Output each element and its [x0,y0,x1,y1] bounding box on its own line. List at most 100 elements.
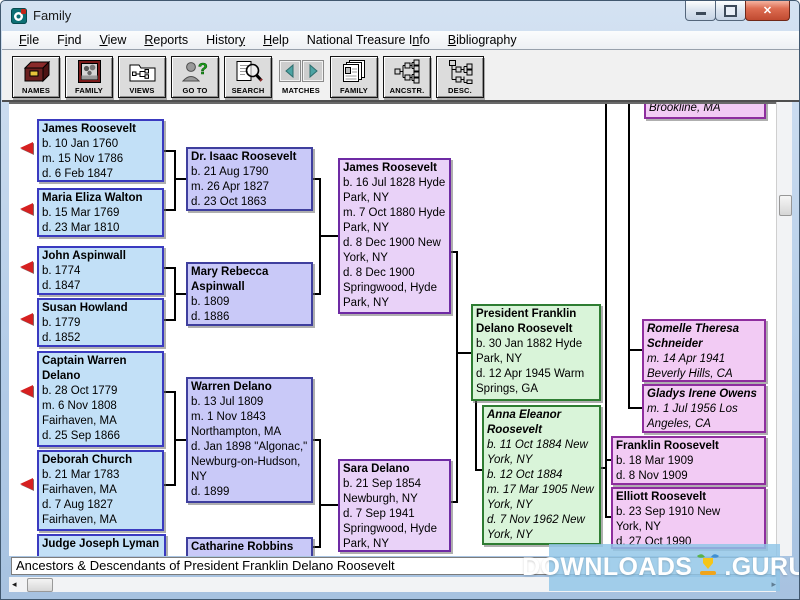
toolbar-button-names[interactable]: NAMES [12,56,60,98]
connector-line [174,150,176,211]
person-detail: d. 1847 [42,280,81,292]
person-detail: d. 7 Nov 1962 New [487,514,585,526]
person-detail: b. 1809 [191,296,230,308]
expand-left-triangle-icon[interactable] [20,478,33,490]
person-name: Judge Joseph Lyman [42,538,160,550]
connector-line [451,251,458,253]
toolbar-button-desc[interactable]: DESC. [436,56,484,98]
vertical-scrollbar-thumb[interactable] [779,195,792,216]
connector-line [607,459,611,461]
vertical-scrollbar[interactable] [776,102,792,556]
person-detail: Newburgh, NY [343,493,418,505]
person-detail: b. 21 Mar 1783 [42,469,120,481]
minimize-button[interactable] [685,1,716,21]
maximize-button[interactable] [715,1,746,21]
person-detail: b. 28 Oct 1779 [42,385,118,397]
expand-left-triangle-icon[interactable] [20,203,33,215]
expand-left-triangle-icon[interactable] [20,385,33,397]
connector-line [321,235,338,237]
connector-line [164,267,176,269]
person-box-captain-warren-delano[interactable]: Captain Warren Delano b. 28 Oct 1779 m. 6 … [37,351,164,447]
watermark-text-left: DOWNLOADS [522,553,693,581]
person-box-catharine-robbins[interactable]: Catharine Robbins [186,537,313,556]
connector-line [458,352,471,354]
menu-reports[interactable]: Reports [144,32,189,47]
toolbar-button-ancstr[interactable]: ANCSTR. [383,56,431,98]
toolbar-button-family[interactable]: FAMILY [330,56,378,98]
connector-line [630,407,642,409]
menu-history[interactable]: History [206,32,246,47]
toolbar-button-family[interactable]: FAMILY [65,56,113,98]
person-box[interactable]: Brookline, MA [644,102,766,119]
person-name: Susan Howland [42,302,128,314]
person-detail: d. 25 Sep 1866 [42,430,121,442]
person-detail: b. 16 Jul 1828 Hyde [343,177,446,189]
person-detail: NY [191,471,207,483]
connector-line [607,516,611,518]
person-name: Dr. Isaac Roosevelt [191,151,297,163]
person-detail: d. 8 Dec 1900 New [343,237,441,249]
close-button[interactable]: ✕ [745,1,790,21]
person-detail: Angeles, CA [647,418,711,430]
connector-line [605,104,607,518]
window-title: Family [33,8,72,23]
toolbar-button-views[interactable]: VIEWS [118,56,166,98]
menu-file[interactable]: File [19,32,40,47]
person-detail: Brookline, MA [649,102,721,114]
person-detail: m. 1 Jul 1956 Los [647,403,738,415]
menu-view[interactable]: View [99,32,127,47]
svg-text:?: ? [198,61,208,78]
expand-left-triangle-icon[interactable] [20,261,33,273]
toolbar-button-matches[interactable]: MATCHES [277,56,325,98]
horizontal-scrollbar-thumb[interactable] [27,578,53,592]
person-detail: m. 17 Mar 1905 New [487,484,594,496]
person-name: Catharine Robbins [191,541,294,553]
scroll-left-arrow-icon[interactable]: ◂ [12,579,17,589]
menu-bibliography[interactable]: Bibliography [447,32,517,47]
toolbar-button-search[interactable]: SEARCH [224,56,272,98]
person-detail: Newburg-on-Hudson, [191,456,301,468]
menu-find[interactable]: Find [57,32,82,47]
toolbar-button-go-to[interactable]: ?GO TO [171,56,219,98]
person-name: Captain Warren Delano [42,355,127,382]
watermark-text-right: .GURU [724,553,800,581]
person-detail: d. 23 Mar 1810 [42,222,120,234]
maximize-icon [724,4,737,17]
person-box-judge-joseph-lyman[interactable]: Judge Joseph Lyman [37,534,166,556]
connector-line [319,439,321,548]
connector-line [475,469,482,471]
connector-line [475,401,477,471]
expand-left-triangle-icon[interactable] [20,313,33,325]
expand-left-triangle-icon[interactable] [20,142,33,154]
person-detail: d. 12 Apr 1945 Warm [476,368,585,380]
person-detail: b. 21 Aug 1790 [191,166,269,178]
person-detail: York, NY [487,499,533,511]
connector-line [176,293,186,295]
connector-line [174,391,176,486]
title-bar[interactable]: Family ✕ [1,1,799,31]
person-detail: b. 18 Mar 1909 [616,455,694,467]
person-name: John Aspinwall [42,250,126,262]
menu-help[interactable]: Help [263,32,289,47]
person-detail: m. 6 Nov 1808 [42,400,117,412]
person-name: Gladys Irene Owens [647,388,757,400]
person-detail: York, NY [487,529,533,541]
menu-national-treasure-info[interactable]: National Treasure Info [306,32,430,47]
